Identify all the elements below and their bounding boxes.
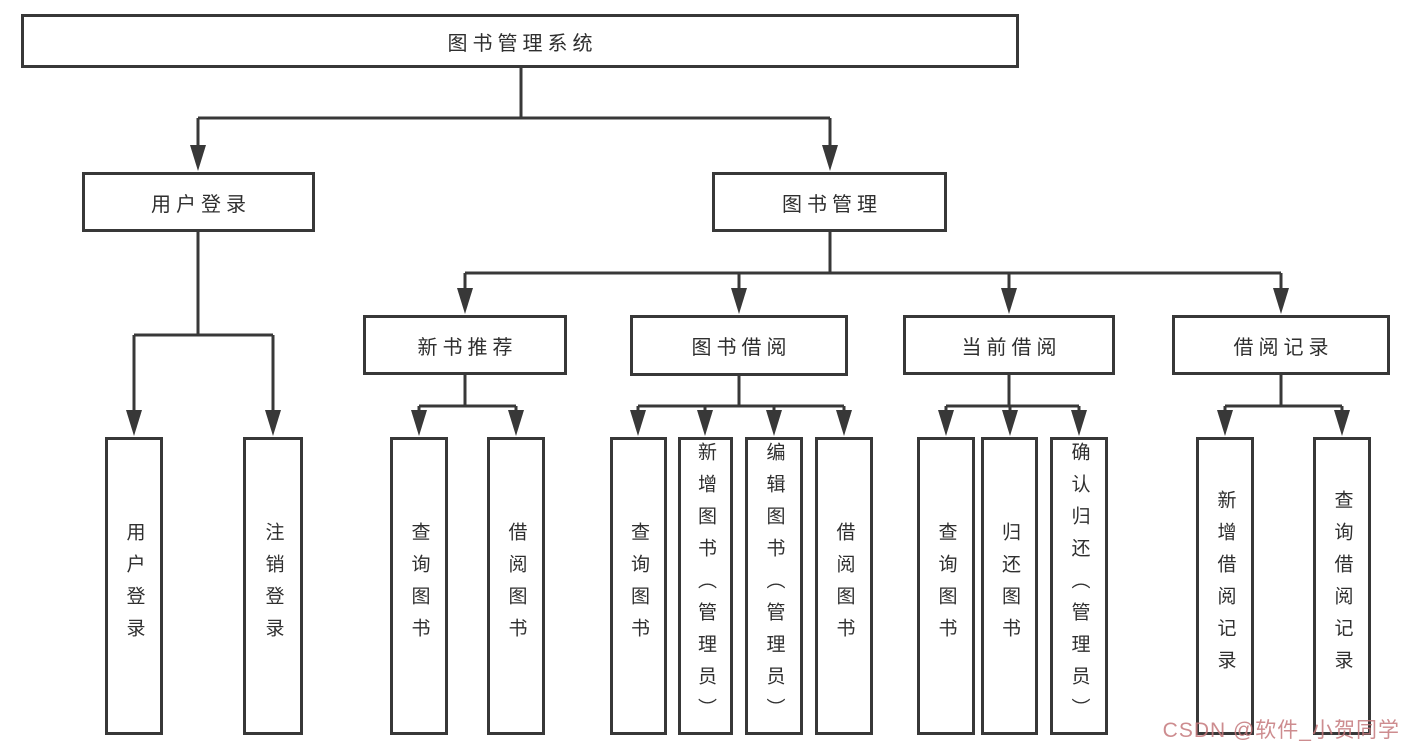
leaf-confirm-return-admin: 确认归还（管理员） — [1050, 437, 1108, 735]
leaf-label: 借阅图书 — [833, 522, 855, 650]
leaf-return-books: 归还图书 — [981, 437, 1038, 735]
leaf-label: 归还图书 — [999, 522, 1020, 650]
arrowhead — [836, 410, 852, 436]
node-new-book-recommend: 新书推荐 — [363, 315, 567, 375]
leaf-query-borrow-record: 查询借阅记录 — [1313, 437, 1371, 735]
arrowhead — [630, 410, 646, 436]
csdn-watermark: CSDN @软件_小贺同学 — [1162, 719, 1400, 742]
node-book-borrow: 图书借阅 — [630, 315, 848, 376]
leaf-label: 查询图书 — [935, 522, 957, 650]
leaf-label: 查询借阅记录 — [1331, 490, 1353, 682]
arrowhead — [190, 145, 206, 171]
leaf-label: 新增图书（管理员） — [695, 442, 716, 730]
arrowhead — [731, 288, 747, 314]
leaf-label: 确认归还（管理员） — [1068, 442, 1090, 730]
leaf-borrow-books: 借阅图书 — [815, 437, 873, 735]
leaf-query-books-borrow: 查询图书 — [610, 437, 667, 735]
node-book-management: 图书管理 — [712, 172, 947, 232]
arrowhead — [265, 410, 281, 436]
leaf-label: 用户登录 — [123, 522, 145, 650]
node-borrow-record: 借阅记录 — [1172, 315, 1390, 375]
leaf-query-books-recommend: 查询图书 — [390, 437, 448, 735]
arrowhead — [411, 410, 427, 436]
node-root-library-system: 图书管理系统 — [21, 14, 1019, 68]
arrowhead — [766, 410, 782, 436]
leaf-label: 编辑图书（管理员） — [763, 442, 785, 730]
leaf-label: 注销登录 — [262, 522, 284, 650]
leaf-add-borrow-record: 新增借阅记录 — [1196, 437, 1254, 735]
arrowhead — [457, 288, 473, 314]
node-user-login: 用户登录 — [82, 172, 315, 232]
leaf-label: 新增借阅记录 — [1214, 490, 1236, 682]
leaf-label: 查询图书 — [408, 522, 430, 650]
arrowhead — [126, 410, 142, 436]
arrowhead — [1334, 410, 1350, 436]
leaf-add-books-admin: 新增图书（管理员） — [678, 437, 733, 735]
arrowhead — [938, 410, 954, 436]
arrowhead — [697, 410, 713, 436]
leaf-label: 查询图书 — [628, 522, 649, 650]
arrowhead — [1217, 410, 1233, 436]
arrowhead — [822, 145, 838, 171]
leaf-logout: 注销登录 — [243, 437, 303, 735]
arrowhead — [508, 410, 524, 436]
arrowhead — [1071, 410, 1087, 436]
arrowhead — [1273, 288, 1289, 314]
arrowhead — [1001, 288, 1017, 314]
leaf-borrow-books-recommend: 借阅图书 — [487, 437, 545, 735]
arrowhead — [1002, 410, 1018, 436]
leaf-user-login: 用户登录 — [105, 437, 163, 735]
node-current-borrow: 当前借阅 — [903, 315, 1115, 375]
leaf-label: 借阅图书 — [505, 522, 527, 650]
leaf-query-books-current: 查询图书 — [917, 437, 975, 735]
leaf-edit-books-admin: 编辑图书（管理员） — [745, 437, 803, 735]
